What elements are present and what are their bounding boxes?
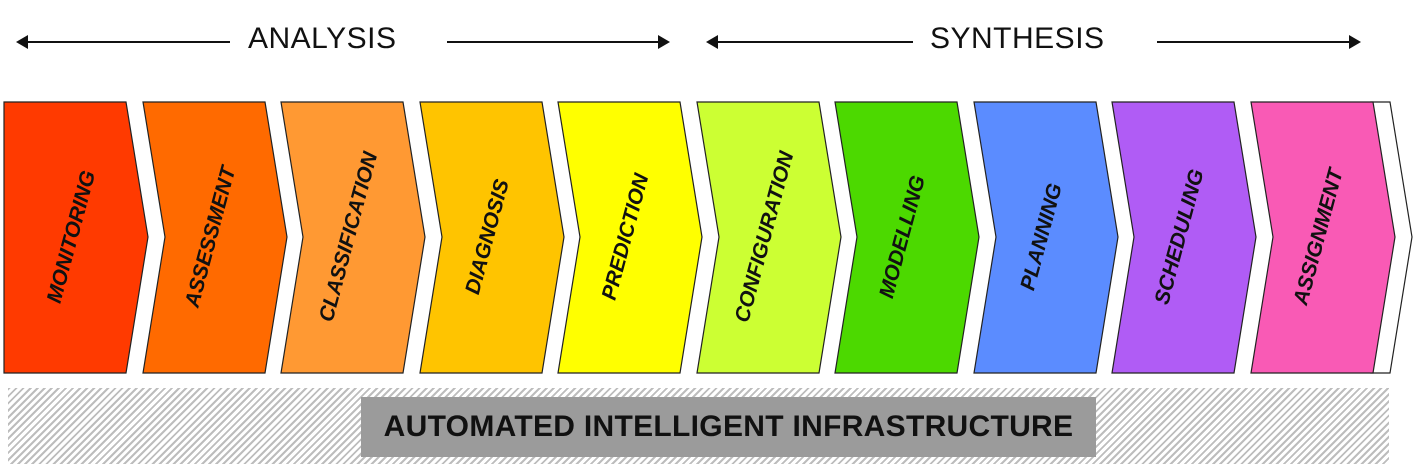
chevron-fill	[3, 101, 149, 374]
analysis-arrow-right	[447, 35, 670, 49]
analysis-label: ANALYSIS	[248, 22, 397, 55]
step-chevron-diagnosis: DIAGNOSIS	[419, 101, 569, 374]
analysis-arrow-left	[16, 35, 230, 49]
chevron-fill	[280, 101, 426, 374]
step-chevron-assignment: ASSIGNMENT	[1250, 101, 1400, 374]
arrow-head-right-icon	[658, 35, 670, 49]
chevron-shape	[3, 101, 149, 374]
chevron-shape	[973, 101, 1119, 374]
chevron-shape	[696, 101, 842, 374]
step-chevron-modelling: MODELLING	[834, 101, 984, 374]
chevron-fill	[1250, 101, 1396, 374]
synthesis-label: SYNTHESIS	[930, 22, 1105, 55]
synthesis-arrow-left	[706, 35, 913, 49]
step-chevron-monitoring: MONITORING	[3, 101, 153, 374]
synthesis-arrow-right	[1157, 35, 1361, 49]
chevron-shape	[142, 101, 288, 374]
chevron-shape	[834, 101, 980, 374]
chevron-fill	[973, 101, 1119, 374]
chevron-shape	[280, 101, 426, 374]
chevron-shape	[1250, 101, 1396, 374]
chevron-shape	[419, 101, 565, 374]
infrastructure-box: AUTOMATED INTELLIGENT INFRASTRUCTURE	[361, 397, 1096, 457]
chevron-fill	[419, 101, 565, 374]
step-chevron-planning: PLANNING	[973, 101, 1123, 374]
infrastructure-label: AUTOMATED INTELLIGENT INFRASTRUCTURE	[383, 410, 1074, 443]
chevron-fill	[834, 101, 980, 374]
chevron-shape	[557, 101, 703, 374]
chevron-fill	[696, 101, 842, 374]
step-chevron-configuration: CONFIGURATION	[696, 101, 846, 374]
chevron-fill	[557, 101, 703, 374]
arrow-head-left-icon	[706, 35, 718, 49]
step-chevron-prediction: PREDICTION	[557, 101, 707, 374]
chevron-fill	[142, 101, 288, 374]
step-chevron-scheduling: SCHEDULING	[1111, 101, 1261, 374]
chevron-shape	[1111, 101, 1257, 374]
step-chevron-assessment: ASSESSMENT	[142, 101, 292, 374]
step-chevron-classification: CLASSIFICATION	[280, 101, 430, 374]
chevron-fill	[1111, 101, 1257, 374]
arrow-head-left-icon	[16, 35, 28, 49]
arrow-head-right-icon	[1349, 35, 1361, 49]
